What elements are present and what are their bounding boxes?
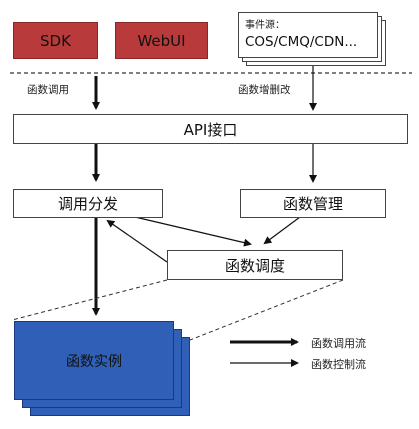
dashed-scheduling-instance-right [189,279,344,341]
sdk-label: SDK [40,31,71,50]
arrow-management-to-scheduling [263,216,301,245]
api-interface-box: API接口 [13,114,408,144]
dashed-scheduling-instance-left [11,279,168,321]
scheduling-label: 函数调度 [224,256,285,275]
management-label: 函数管理 [282,195,343,213]
webui-label: WebUI [137,31,186,50]
dispatch-label: 调用分发 [57,195,118,213]
arrow-scheduling-to-dispatch [106,219,168,263]
instance-box: 函数实例 [14,321,174,400]
dispatch-box: 调用分发 [13,189,163,218]
management-box: 函数管理 [240,189,386,218]
event-source-box: 事件源： COS/CMQ/CDN... [238,12,378,58]
instance-label: 函数实例 [66,353,122,370]
invoke-arrow-label: 函数调用 [27,84,69,96]
webui-box: WebUI [115,22,208,59]
event-source-title: 事件源： [245,20,285,31]
crud-arrow-label: 函数增删改 [238,84,291,96]
arrow-dispatch-to-scheduling [134,216,252,247]
scheduling-box: 函数调度 [167,250,343,280]
api-interface-label: API接口 [183,120,238,139]
legend-control-flow-label: 函数控制流 [311,358,366,371]
event-source-items: COS/CMQ/CDN... [245,34,358,50]
sdk-box: SDK [13,22,98,59]
legend-invoke-flow-label: 函数调用流 [311,337,366,350]
